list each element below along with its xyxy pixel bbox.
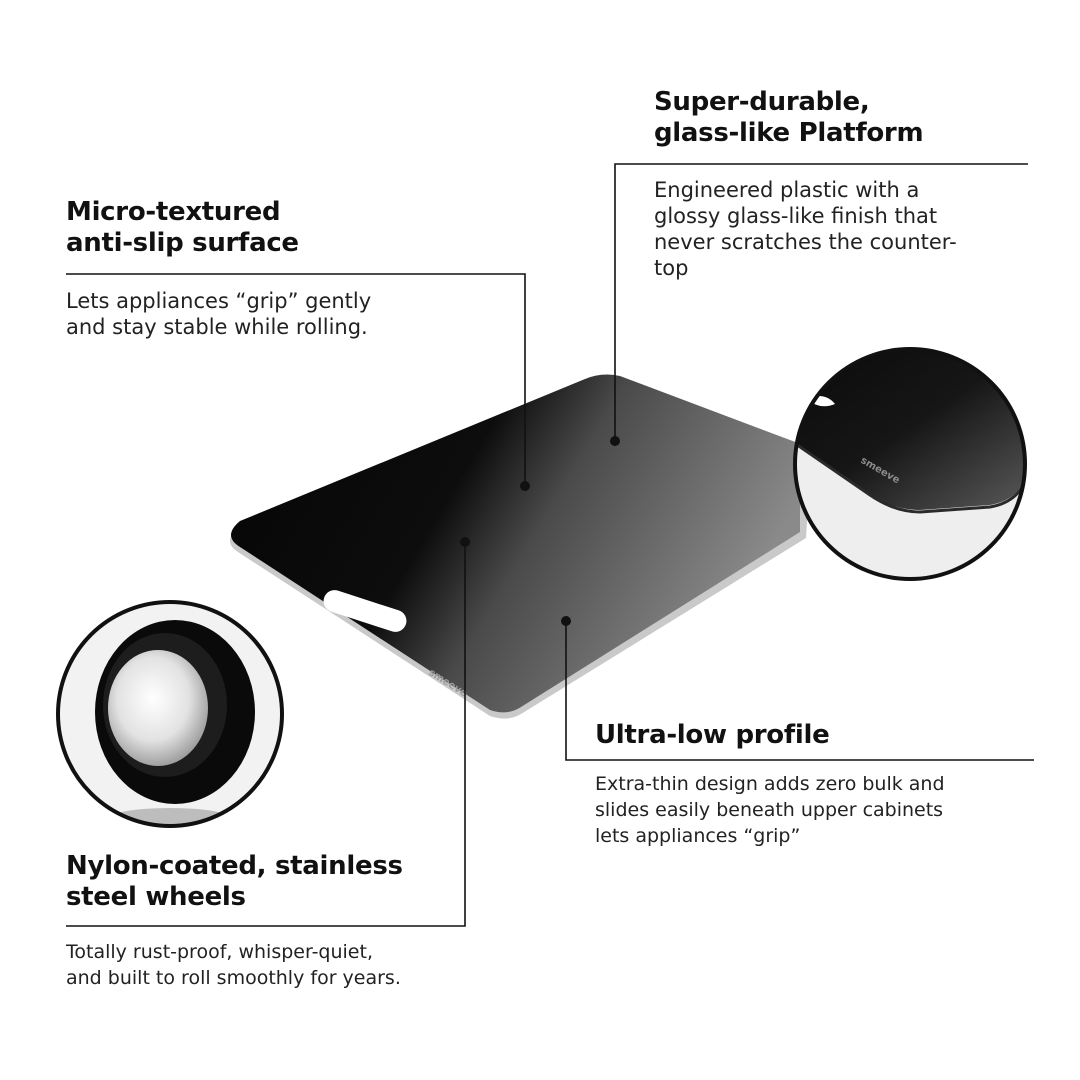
profile-heading: Ultra-low profile [595,720,830,751]
platform-description-line: top [654,256,689,280]
wheels-description-line: Totally rust-proof, whisper-quiet, [66,941,373,963]
callout-line-surface [66,273,526,486]
board-top [231,374,806,713]
platform-description-line: never scratches the counter- [654,230,957,254]
callout-dot-wheels [460,537,470,547]
callout-dot-profile [561,616,571,626]
callout-line-profile [565,621,1034,761]
wheels-heading: Nylon-coated, stainless steel wheels [66,851,403,913]
profile-description: Extra-thin design adds zero bulk and sli… [595,771,945,849]
profile-description-line: slides easily beneath upper cabinets [595,799,944,821]
platform-description-line: Engineered plastic with a [654,178,920,202]
wheels-heading-line: steel wheels [66,882,246,912]
platform-description-line: glossy glass-like finish that [654,204,938,228]
wheels-description-line: and built to roll smoothly for years. [66,967,401,989]
platform-heading-line: Super-durable, [654,87,870,117]
surface-description-line: and stay stable while rolling. [66,315,368,339]
surface-description: Lets appliances “grip” gently and stay s… [66,288,371,340]
callout-line-wheels [66,542,466,927]
surface-description-line: Lets appliances “grip” gently [66,289,372,313]
surface-heading-line: anti-slip surface [66,228,299,258]
platform-heading: Super-durable, glass-like Platform [654,87,924,149]
profile-heading-line: Ultra-low profile [595,720,830,750]
zoom-detail-circle: smeeve [795,349,1025,579]
platform-description: Engineered plastic with a glossy glass-l… [654,177,957,281]
wheels-heading-line: Nylon-coated, stainless [66,851,403,881]
callout-dot-surface [520,481,530,491]
surface-heading: Micro-textured anti-slip surface [66,197,299,259]
callout-dots [460,436,620,626]
handle-slot [323,590,407,632]
wheel-detail-circle [58,602,282,826]
profile-description-line: Extra-thin design adds zero bulk and [595,773,945,795]
surface-heading-line: Micro-textured [66,197,281,227]
platform-heading-line: glass-like Platform [654,118,924,148]
callout-dot-platform [610,436,620,446]
profile-description-line: lets appliances “grip” [595,825,801,847]
callout-line-platform [614,163,1028,441]
wheels-description: Totally rust-proof, whisper-quiet, and b… [66,939,401,991]
callout-lines [66,163,1034,927]
